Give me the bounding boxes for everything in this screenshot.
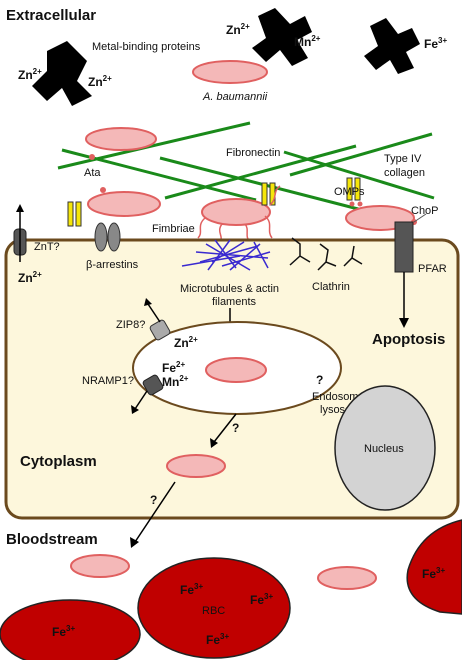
pfar-label: PFAR: [418, 263, 447, 275]
fe3-ion-top: Fe3+: [424, 36, 447, 51]
metal-binding-protein-right: [364, 18, 420, 74]
bacterium-fimbriae: [201, 198, 271, 226]
fe3-rbc-left: Fe3+: [52, 624, 75, 639]
zn-ion-znt: Zn2+: [18, 270, 42, 285]
metal-binding-protein-top: [252, 8, 312, 66]
bacterium-cytoplasm: [166, 454, 226, 478]
fe3-rbc-1: Fe3+: [180, 582, 203, 597]
microtubules-label-2: filaments: [212, 296, 257, 308]
cytoplasm-label: Cytoplasm: [20, 453, 97, 470]
exit-question: ?: [232, 421, 239, 435]
pfar-receptor: [394, 221, 414, 273]
zn-ion-top: Zn2+: [226, 22, 250, 37]
beta-arrestins: [94, 222, 121, 252]
nramp1-arrowhead: [131, 405, 139, 414]
rbc-right: [406, 519, 462, 615]
bloodstream-question: ?: [150, 493, 157, 507]
rbc-bottom-left: [0, 599, 141, 660]
fimbriae-label: Fimbriae: [152, 223, 195, 235]
mn-ion-top: Mn2+: [294, 34, 321, 49]
collagen-label-2: collagen: [384, 167, 425, 179]
fe3-rbc-2: Fe3+: [250, 592, 273, 607]
omps-label: OMPs: [334, 186, 365, 198]
bacterium-endosome: [205, 357, 267, 383]
microtubules-actin: [181, 239, 271, 271]
collagen-label-1: Type IV: [384, 153, 422, 165]
metal-binding-label: Metal-binding proteins: [92, 41, 201, 53]
bacterium-on-collagen: [85, 127, 157, 151]
beta-arrestins-label: β-arrestins: [86, 259, 139, 271]
chop-leader: [413, 213, 427, 223]
nramp1-arrow: [134, 390, 148, 410]
ata-adhesin-dot-top: [89, 154, 95, 160]
ompa-left: [67, 201, 82, 227]
exit-arrowhead: [210, 438, 218, 448]
znt-label: ZnT?: [34, 241, 60, 253]
bacterium-blood-2: [317, 566, 377, 590]
bacterium-blood-1: [70, 554, 130, 578]
apoptosis-label: Apoptosis: [372, 331, 445, 348]
zn-ion-left2: Zn2+: [88, 74, 112, 89]
zip8-arrow: [147, 303, 161, 323]
bloodstream-arrow: [134, 481, 176, 543]
ata-adhesin-dot-bottom: [100, 187, 106, 193]
omps: [346, 177, 361, 201]
zn-ion-left: Zn2+: [18, 67, 42, 82]
ata-label: Ata: [84, 167, 101, 179]
nucleus-label: Nucleus: [364, 443, 404, 455]
exit-arrow: [213, 413, 237, 443]
endosome-question: ?: [316, 373, 323, 387]
rbc-label: RBC: [202, 605, 225, 617]
nucleus: [334, 385, 436, 511]
omps-dot-1: [349, 201, 355, 207]
extracellular-label: Extracellular: [6, 7, 96, 24]
nramp1-label: NRAMP1?: [82, 375, 134, 387]
clathrin-label: Clathrin: [312, 281, 350, 293]
bacterium-extracellular: [192, 60, 268, 84]
fe2-ion-nramp1: Fe2+: [162, 360, 185, 375]
rbc-main: [137, 557, 291, 659]
bloodstream-label: Bloodstream: [6, 531, 98, 548]
fe3-rbc-right: Fe3+: [422, 566, 445, 581]
zn-ion-zip8: Zn2+: [174, 335, 198, 350]
metal-binding-protein-left: [32, 41, 92, 106]
zip8-transporter: [149, 319, 171, 341]
nramp1-transporter: [142, 374, 164, 396]
omps-dot-2: [357, 201, 363, 207]
clathrin: [289, 237, 363, 271]
zip8-label: ZIP8?: [116, 319, 145, 331]
fibronectin-label: Fibronectin: [226, 147, 280, 159]
microtubules-label-1: Microtubules & actin: [180, 283, 279, 295]
znt-arrowhead: [16, 204, 24, 212]
bacterium-label: A. baumannii: [202, 91, 268, 103]
mn-ion-nramp1: Mn2+: [162, 374, 189, 389]
zip8-arrowhead: [144, 298, 152, 306]
chop-label: ChoP: [411, 205, 439, 217]
bacterium-ata: [87, 191, 161, 217]
bloodstream-arrowhead: [130, 537, 139, 548]
pfar-arrowhead: [399, 318, 409, 328]
fe3-rbc-3: Fe3+: [206, 632, 229, 647]
